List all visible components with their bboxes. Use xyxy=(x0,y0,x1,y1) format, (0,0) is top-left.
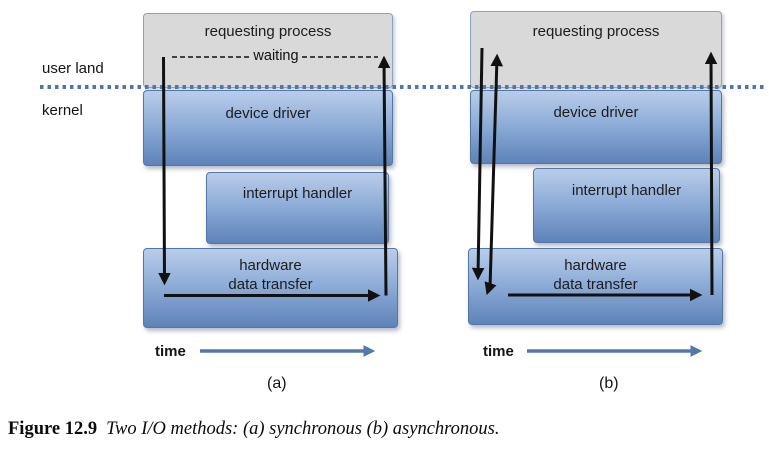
device-driver-label-a: device driver xyxy=(225,105,311,122)
requesting-process-label-b: requesting process xyxy=(532,23,660,40)
panel-b-label: (b) xyxy=(599,375,619,392)
hardware-data-transfer-box-b: hardware data transfer xyxy=(468,248,723,325)
immediate-return-up-arrow-b xyxy=(488,53,504,289)
figure-caption-number: Figure 12.9 xyxy=(8,419,98,439)
interrupt-handler-box-b: interrupt handler xyxy=(533,168,720,243)
kernel-label: kernel xyxy=(42,102,83,119)
kernel-boundary-dotted-line xyxy=(40,85,767,89)
io-request-down-arrow-a xyxy=(158,56,171,286)
interrupt-handler-label-a: interrupt handler xyxy=(242,185,353,202)
io-request-down-arrow-b xyxy=(471,47,485,281)
figure-caption-text: Two I/O methods: (a) synchronous (b) asy… xyxy=(106,419,500,439)
hardware-label-line1-a: hardware xyxy=(239,257,302,274)
hardware-data-transfer-box-a: hardware data transfer xyxy=(143,248,398,328)
interrupt-handler-box-a: interrupt handler xyxy=(206,172,389,244)
device-driver-box-a: device driver xyxy=(143,90,393,166)
figure-caption: Figure 12.9 Two I/O methods: (a) synchron… xyxy=(8,419,500,440)
time-label-a: time xyxy=(155,343,186,360)
device-driver-label-b: device driver xyxy=(553,104,639,121)
waiting-label: waiting xyxy=(253,48,299,64)
hardware-label-line2-a: data transfer xyxy=(228,276,313,293)
requesting-process-box-b: requesting process xyxy=(470,11,722,88)
requesting-process-box-a: requesting process xyxy=(143,13,393,88)
hardware-label-line1-b: hardware xyxy=(564,257,627,274)
time-label-b: time xyxy=(483,343,514,360)
requesting-process-label-a: requesting process xyxy=(204,23,332,40)
interrupt-return-up-arrow-b xyxy=(704,51,718,296)
user-land-label: user land xyxy=(42,60,104,77)
interrupt-handler-label-b: interrupt handler xyxy=(571,182,682,199)
device-driver-box-b: device driver xyxy=(470,90,722,164)
hardware-label-line2-b: data transfer xyxy=(553,276,638,293)
return-to-process-up-arrow-a xyxy=(377,55,391,296)
panel-a-label: (a) xyxy=(267,375,287,392)
